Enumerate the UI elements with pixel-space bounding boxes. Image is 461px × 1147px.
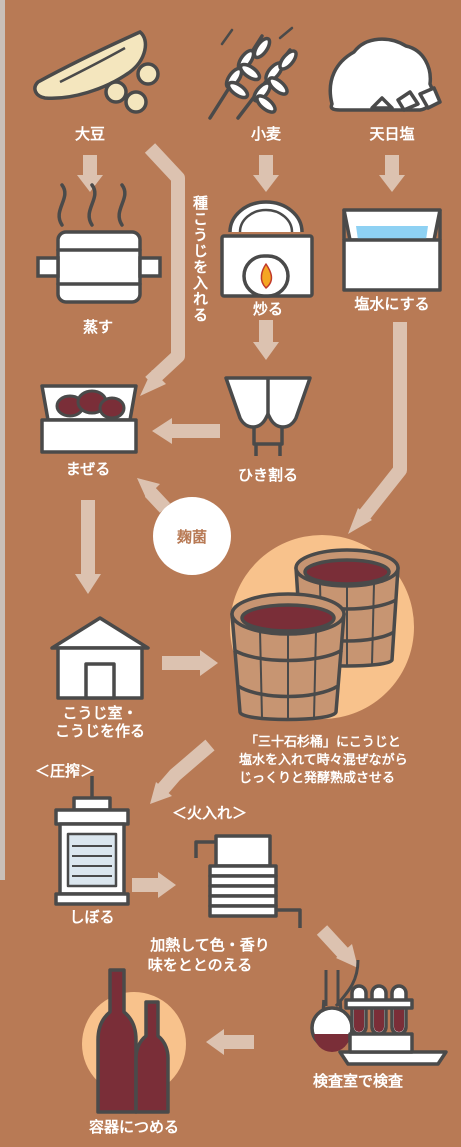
arrow-inspect-bottle bbox=[222, 1035, 254, 1049]
arrow-soy-seed-koji bbox=[144, 143, 185, 388]
koji-mold-badge: 麹菌 bbox=[153, 497, 231, 575]
arrow-heat-inspect bbox=[316, 925, 351, 960]
label-roast: 炒る bbox=[252, 300, 284, 318]
arrow-mix-room bbox=[81, 500, 95, 576]
label-crack: ひき割る bbox=[237, 466, 299, 484]
arrow-crack-mix bbox=[170, 424, 220, 438]
label-mix: まぜる bbox=[65, 460, 111, 478]
left-frame-edge bbox=[0, 0, 5, 880]
label-ferment-2: 塩水を入れて時々混ぜながら bbox=[239, 753, 408, 768]
inspection-illustration bbox=[310, 959, 448, 1066]
label-press-header: ＜圧搾＞ bbox=[35, 762, 96, 780]
bottles-illustration bbox=[82, 968, 186, 1114]
arrow-roast-crack bbox=[259, 320, 273, 344]
arrow-koji-mix bbox=[144, 487, 171, 513]
label-koji-room-2: こうじを作る bbox=[54, 722, 146, 740]
soybean-illustration bbox=[33, 29, 160, 114]
mill-illustration bbox=[224, 376, 312, 456]
flow-arrows-long bbox=[144, 143, 407, 960]
label-bottle: 容器につめる bbox=[88, 1118, 180, 1136]
label-heat-1: 加熱して色・香り bbox=[150, 936, 270, 954]
wheat-illustration bbox=[208, 26, 298, 120]
label-steam: 蒸す bbox=[82, 318, 114, 336]
flow-arrows bbox=[75, 155, 405, 1055]
salt-illustration bbox=[328, 37, 442, 112]
label-salt: 天日塩 bbox=[369, 125, 415, 143]
label-soybean: 大豆 bbox=[74, 125, 106, 143]
barrel-illustration bbox=[230, 535, 414, 722]
label-ferment-3: じっくりと発酵熟成させる bbox=[239, 771, 396, 786]
arrow-press-heat bbox=[132, 878, 160, 892]
roaster-illustration bbox=[220, 200, 314, 298]
label-heat-2: 味をととのえる bbox=[147, 956, 253, 974]
press-illustration bbox=[54, 776, 130, 906]
label-heat-header: ＜火入れ＞ bbox=[172, 804, 248, 822]
brine-tank-illustration bbox=[342, 208, 442, 292]
heater-illustration bbox=[194, 834, 302, 928]
arrow-wheat-roast bbox=[259, 155, 273, 177]
arrow-room-barrel bbox=[162, 656, 202, 670]
koji-room-illustration bbox=[50, 616, 150, 700]
arrow-soy-steam bbox=[83, 155, 97, 177]
label-inspect: 検査室で検査 bbox=[312, 1072, 404, 1090]
label-seed-koji: 種こうじを入れる bbox=[191, 195, 209, 323]
label-ferment-1: 「三十石杉桶」にこうじと bbox=[245, 735, 401, 750]
arrow-brine-barrel bbox=[356, 322, 407, 523]
arrow-salt-brine bbox=[385, 155, 399, 177]
label-press: しぼる bbox=[69, 908, 115, 926]
label-wheat: 小麦 bbox=[250, 125, 282, 143]
label-koji-room-1: こうじ室・ bbox=[62, 704, 138, 722]
steam-pot-illustration bbox=[36, 183, 162, 304]
label-brine: 塩水にする bbox=[354, 295, 430, 313]
arrow-barrel-press bbox=[156, 739, 215, 795]
